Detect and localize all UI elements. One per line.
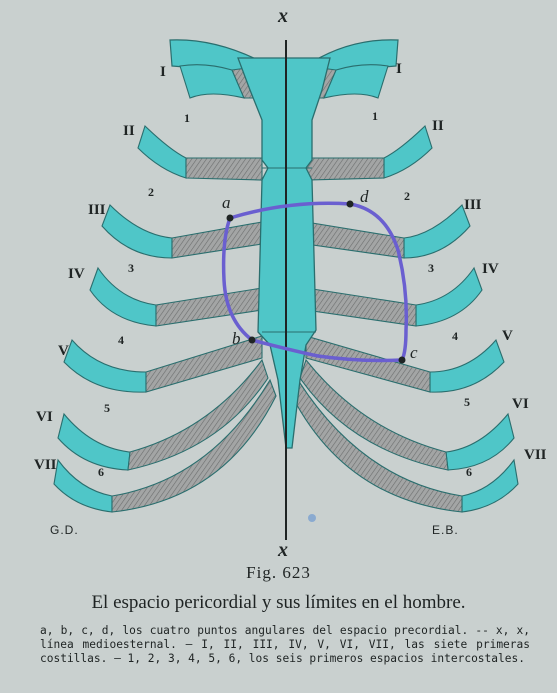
point-d-label: d xyxy=(360,187,369,206)
cartilage-3-right xyxy=(305,221,405,259)
rib-3-left xyxy=(101,204,173,259)
space-number-5-right: 5 xyxy=(464,395,470,409)
rib-label-7-right: VII xyxy=(524,447,547,463)
point-b-dot xyxy=(248,336,256,344)
space-number-4-right: 4 xyxy=(452,329,458,343)
point-c-label: c xyxy=(410,343,418,362)
space-number-3-left: 3 xyxy=(128,261,134,275)
rib-label-1-left: I xyxy=(160,64,166,80)
rib-label-7-left: VII xyxy=(34,457,57,473)
rib-4-right xyxy=(415,266,483,327)
rib-label-3-left: III xyxy=(88,202,106,218)
rib-label-3-right: III xyxy=(464,197,482,213)
rib-label-5-left: V xyxy=(58,343,69,359)
cartilage-2-left xyxy=(185,157,263,181)
cartilage-4-left xyxy=(155,287,263,327)
rib-2-right xyxy=(383,124,433,179)
point-a-label: a xyxy=(222,193,231,212)
rib-label-2-right: II xyxy=(432,118,444,134)
cartilage-3-left xyxy=(171,221,263,259)
ribs-left xyxy=(53,64,277,513)
side-label-left: G.D. xyxy=(50,523,79,537)
rib-4-left xyxy=(89,266,157,327)
cartilage-4-right xyxy=(305,287,417,327)
cartilage-5-left xyxy=(145,335,263,393)
ribs-right xyxy=(291,64,519,513)
axis-label-top: x xyxy=(278,5,288,27)
rib-label-4-left: IV xyxy=(68,266,85,282)
space-number-6-left: 6 xyxy=(98,465,104,479)
cartilage-7-left xyxy=(111,378,277,513)
axis-label-bottom: x xyxy=(278,539,288,561)
rib-label-4-right: IV xyxy=(482,261,499,277)
rib-label-6-left: VI xyxy=(36,409,53,425)
space-number-1-left: 1 xyxy=(184,111,190,125)
rib-cage-diagram xyxy=(53,39,519,540)
point-c-dot xyxy=(398,356,406,364)
space-number-2-left: 2 xyxy=(148,185,154,199)
rib-label-1-right: I xyxy=(396,61,402,77)
rib-5-left xyxy=(63,338,147,393)
caption-legend: a, b, c, d, los cuatro puntos angulares … xyxy=(40,624,530,665)
rib-label-2-left: II xyxy=(123,123,135,139)
rib-6-right xyxy=(445,412,515,471)
point-a-dot xyxy=(226,214,234,222)
print-blot xyxy=(308,514,316,522)
side-label-right: E.B. xyxy=(432,523,459,537)
space-number-6-right: 6 xyxy=(466,465,472,479)
figure-number: Fig. 623 xyxy=(246,563,311,582)
rib-label-6-right: VI xyxy=(512,396,529,412)
cartilage-6-left xyxy=(127,358,269,471)
rib-6-left xyxy=(57,412,131,471)
space-number-4-left: 4 xyxy=(118,333,124,347)
rib-5-right xyxy=(429,338,505,393)
caption-title: El espacio pericordial y sus límites en … xyxy=(91,592,466,613)
space-number-5-left: 5 xyxy=(104,401,110,415)
cartilage-2-right xyxy=(305,157,385,181)
cartilage-5-right xyxy=(305,335,431,393)
point-d-dot xyxy=(346,200,354,208)
point-b-label: b xyxy=(232,329,241,348)
space-number-1-right: 1 xyxy=(372,109,378,123)
space-number-2-right: 2 xyxy=(404,189,410,203)
rib-2-left xyxy=(137,124,187,179)
rib-3-right xyxy=(403,204,471,259)
space-number-3-right: 3 xyxy=(428,261,434,275)
angular-points xyxy=(226,200,406,364)
rib-label-5-right: V xyxy=(502,328,513,344)
